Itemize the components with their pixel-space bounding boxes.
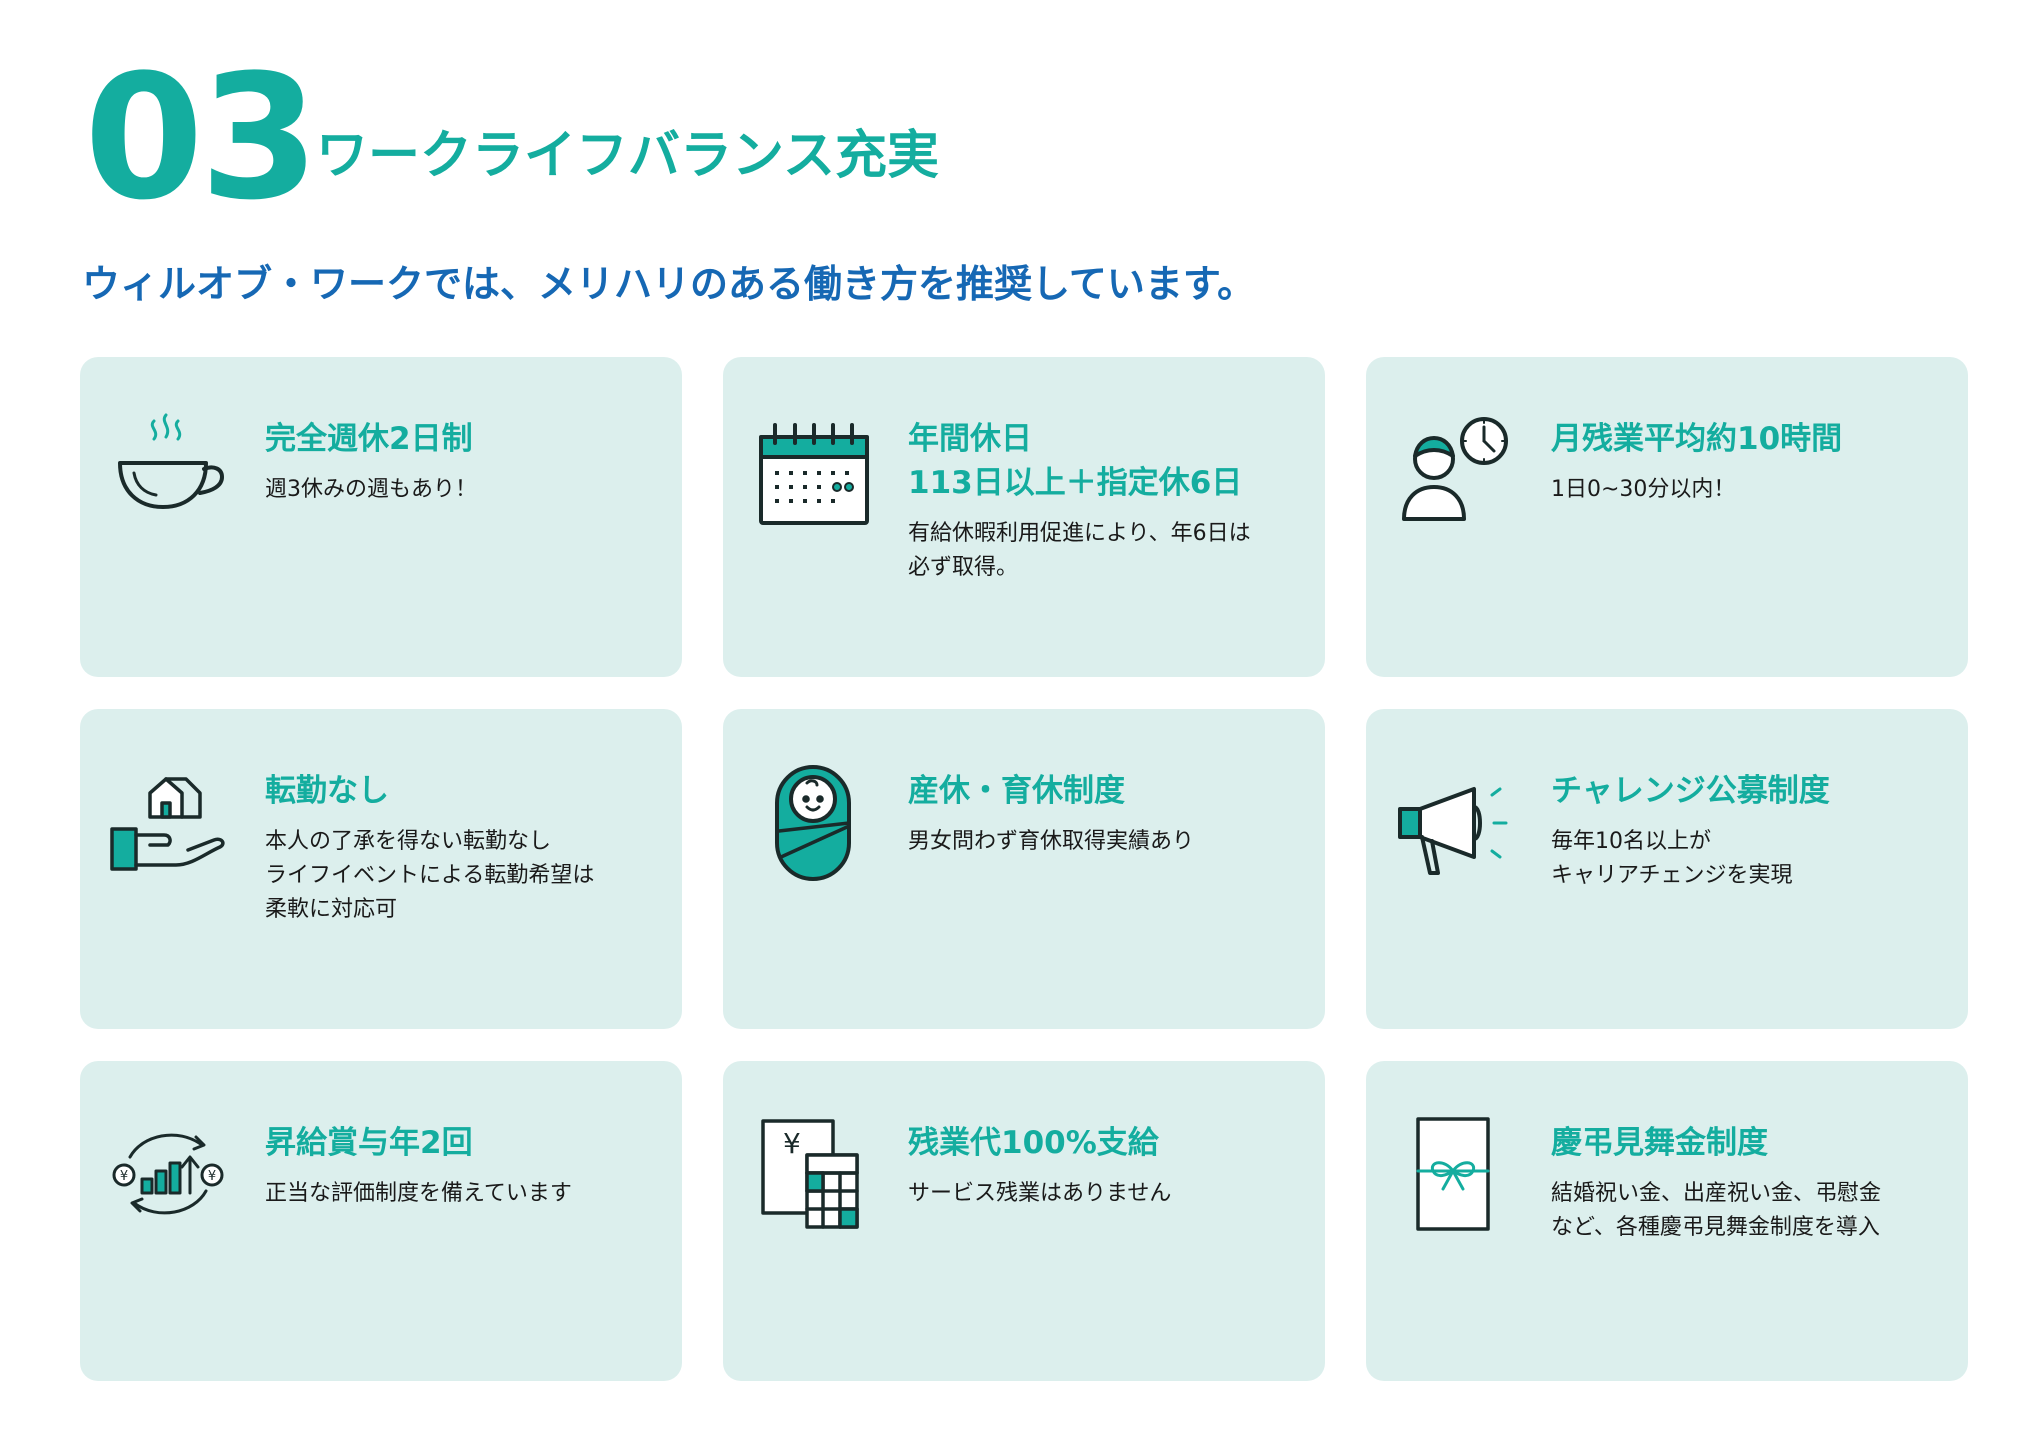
card-title: 慶弔見舞金制度 bbox=[1551, 1125, 1768, 1161]
card-title: 月残業平均約10時間 bbox=[1551, 421, 1843, 457]
card-text: 慶弔見舞金制度 結婚祝い金、出産祝い金、弔慰金 など、各種慶弔見舞金制度を導入 bbox=[1551, 1121, 1948, 1245]
card-text: 転勤なし 本人の了承を得ない転勤なし ライフイベントによる転勤希望は 柔軟に対応… bbox=[265, 769, 662, 927]
svg-text:¥: ¥ bbox=[783, 1127, 801, 1160]
section-title: ワークライフバランス充実 bbox=[316, 126, 939, 186]
benefit-card-overtime: 月残業平均約10時間 1日0~30分以内！ bbox=[1366, 357, 1968, 677]
card-description: 週3休みの週もあり！ bbox=[265, 477, 477, 502]
card-text: 年間休日 113日以上＋指定休6日 有給休暇利用促進により、年6日は 必ず取得。 bbox=[908, 417, 1305, 585]
svg-text:¥: ¥ bbox=[120, 1169, 128, 1184]
benefit-card-parental-leave: 産休・育休制度 男女問わず育休取得実績あり bbox=[723, 709, 1325, 1029]
benefit-card-annual-holidays: 年間休日 113日以上＋指定休6日 有給休暇利用促進により、年6日は 必ず取得。 bbox=[723, 357, 1325, 677]
card-description: サービス残業はありません bbox=[908, 1181, 1172, 1206]
card-text: チャレンジ公募制度 毎年10名以上が キャリアチェンジを実現 bbox=[1551, 769, 1948, 893]
card-description: 本人の了承を得ない転勤なし ライフイベントによる転勤希望は 柔軟に対応可 bbox=[265, 829, 595, 922]
card-title: 産休・育休制度 bbox=[908, 773, 1125, 809]
card-text: 月残業平均約10時間 1日0~30分以内！ bbox=[1551, 417, 1948, 507]
card-description: 男女問わず育休取得実績あり bbox=[908, 829, 1195, 854]
card-title: 年間休日 bbox=[908, 421, 1032, 457]
benefit-card-overtime-pay: ¥ 残業代100%支給 サービス残業はありません bbox=[723, 1061, 1325, 1381]
benefit-card-raises-bonus: ¥ ¥ 昇給賞与年2回 正当な評価制度を備えています bbox=[80, 1061, 682, 1381]
house-hand-icon bbox=[108, 761, 228, 881]
benefits-grid: 完全週休2日制 週3休みの週もあり！ bbox=[80, 357, 1968, 1381]
card-text: 産休・育休制度 男女問わず育休取得実績あり bbox=[908, 769, 1305, 859]
card-description: 結婚祝い金、出産祝い金、弔慰金 など、各種慶弔見舞金制度を導入 bbox=[1551, 1181, 1882, 1240]
card-title: チャレンジ公募制度 bbox=[1551, 773, 1830, 809]
coffee-cup-icon bbox=[108, 409, 228, 529]
calculator-yen-icon: ¥ bbox=[751, 1113, 871, 1233]
card-description: 有給休暇利用促進により、年6日は 必ず取得。 bbox=[908, 521, 1251, 580]
card-text: 完全週休2日制 週3休みの週もあり！ bbox=[265, 417, 662, 507]
card-text: 残業代100%支給 サービス残業はありません bbox=[908, 1121, 1305, 1211]
section-number: 03 bbox=[84, 37, 319, 238]
card-text: 昇給賞与年2回 正当な評価制度を備えています bbox=[265, 1121, 662, 1211]
card-title: 昇給賞与年2回 bbox=[265, 1125, 473, 1161]
person-clock-icon bbox=[1394, 409, 1514, 529]
salary-growth-icon: ¥ ¥ bbox=[108, 1113, 228, 1233]
benefit-card-internal-recruiting: チャレンジ公募制度 毎年10名以上が キャリアチェンジを実現 bbox=[1366, 709, 1968, 1029]
lead-text: ウィルオブ・ワークでは、メリハリのある働き方を推奨しています。 bbox=[82, 262, 1256, 306]
card-description: 1日0~30分以内！ bbox=[1551, 477, 1736, 502]
benefit-card-no-transfer: 転勤なし 本人の了承を得ない転勤なし ライフイベントによる転勤希望は 柔軟に対応… bbox=[80, 709, 682, 1029]
card-title: 転勤なし bbox=[265, 773, 389, 809]
card-title-line-2: 113日以上＋指定休6日 bbox=[908, 465, 1243, 501]
card-description: 正当な評価制度を備えています bbox=[265, 1181, 572, 1206]
gift-envelope-icon bbox=[1394, 1113, 1514, 1233]
megaphone-icon bbox=[1394, 761, 1514, 881]
baby-icon bbox=[751, 761, 871, 881]
card-title: 残業代100%支給 bbox=[908, 1125, 1159, 1161]
benefit-card-weekly-holidays: 完全週休2日制 週3休みの週もあり！ bbox=[80, 357, 682, 677]
benefit-card-condolence-allowance: 慶弔見舞金制度 結婚祝い金、出産祝い金、弔慰金 など、各種慶弔見舞金制度を導入 bbox=[1366, 1061, 1968, 1381]
svg-text:¥: ¥ bbox=[208, 1169, 216, 1184]
card-title: 完全週休2日制 bbox=[265, 421, 473, 457]
calendar-icon bbox=[751, 409, 871, 529]
card-description: 毎年10名以上が キャリアチェンジを実現 bbox=[1551, 829, 1793, 888]
